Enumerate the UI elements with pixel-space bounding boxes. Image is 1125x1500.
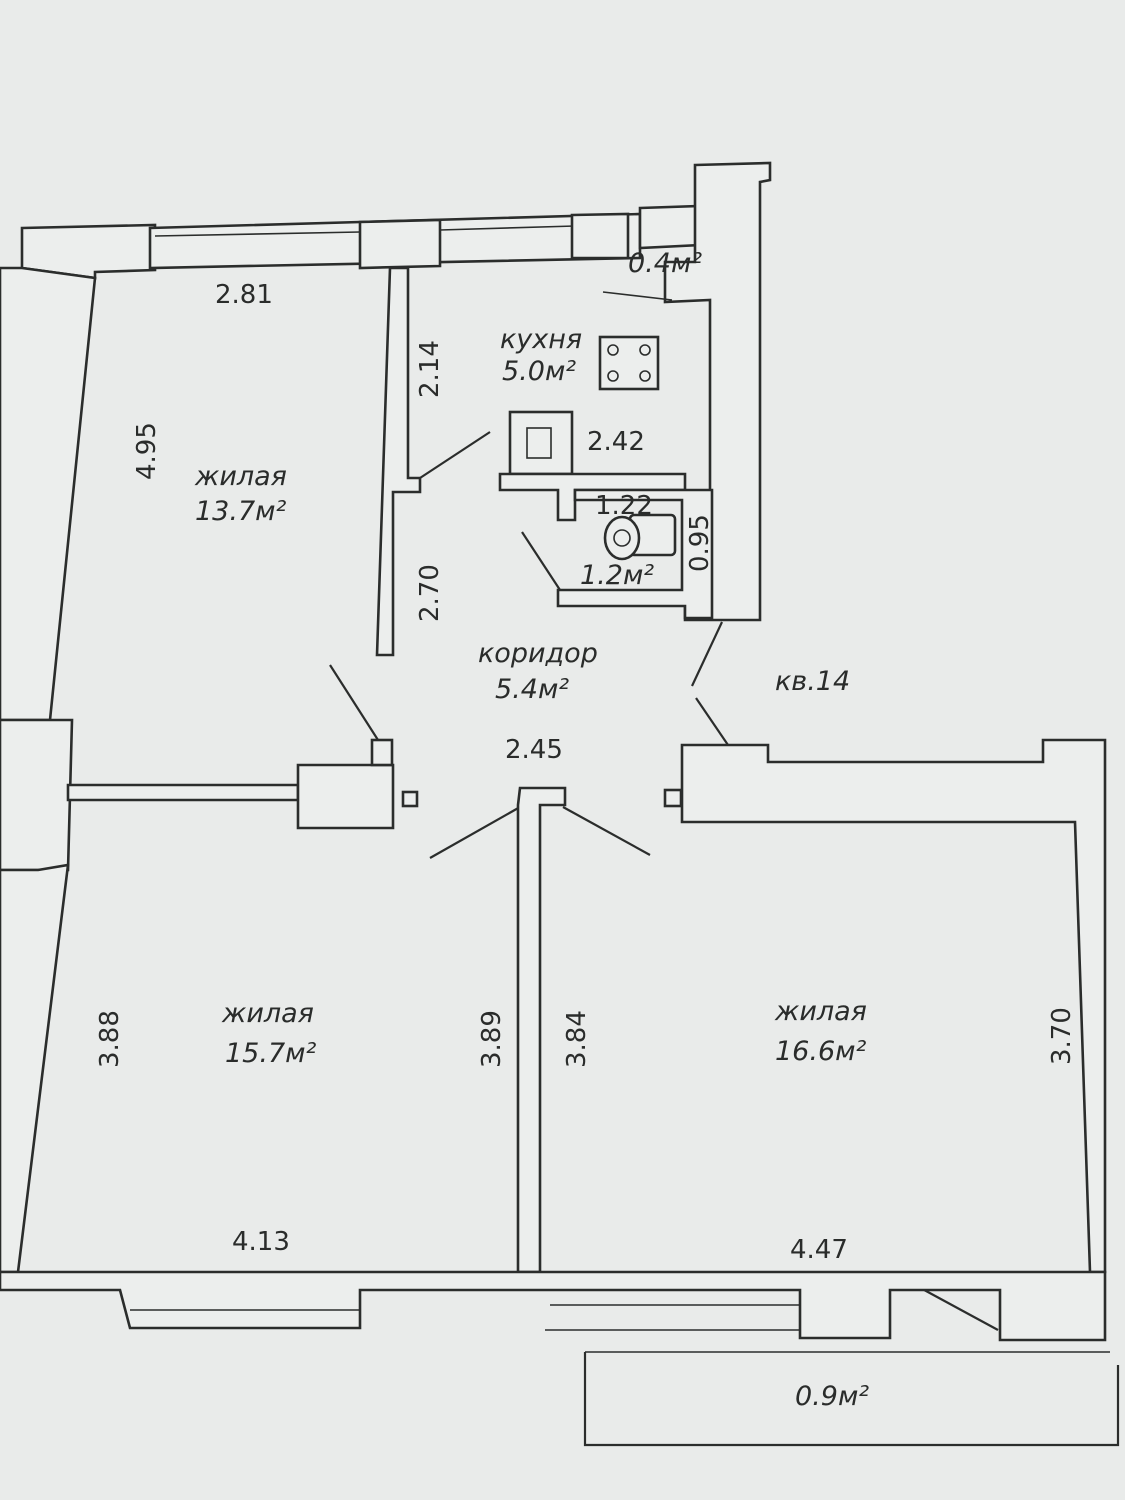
- balcony-area: 0.9м²: [795, 1381, 869, 1412]
- bottom-wall: [0, 1270, 1107, 1342]
- bottom-right-room-name: жилая: [774, 996, 867, 1027]
- dim-partition-lower: 2.70: [415, 564, 445, 622]
- bottom-right-room-area: 16.6м²: [775, 1036, 866, 1067]
- dim-top-left-width: 2.81: [215, 280, 273, 310]
- left-wall: [0, 266, 97, 1274]
- bottom-left-room-name: жилая: [221, 998, 314, 1029]
- dim-bath-width: 1.22: [595, 491, 653, 521]
- partition-bottom-center: [516, 786, 567, 1274]
- closet-area: 0.4м²: [628, 248, 702, 279]
- dim-corridor-width: 2.45: [505, 735, 563, 765]
- balcony-outline: [583, 1352, 1120, 1447]
- corridor-area: 5.4м²: [495, 674, 569, 705]
- stove-icon: [598, 335, 660, 391]
- bottom-left-room-area: 15.7м²: [225, 1038, 316, 1069]
- dim-bottom-right-outer: 3.70: [1047, 1007, 1077, 1065]
- sink-icon: [508, 410, 574, 476]
- kitchen-area: 5.0м²: [502, 356, 576, 387]
- dim-kitchen-width: 2.42: [587, 427, 645, 457]
- dim-bottom-right-width: 4.47: [790, 1235, 848, 1265]
- middle-wall-right: [663, 738, 1107, 1274]
- apartment-number: кв.14: [775, 666, 850, 697]
- bathroom-area: 1.2м²: [580, 560, 654, 591]
- top-wall: [20, 161, 772, 622]
- toilet-icon: [603, 513, 677, 561]
- corridor-name: коридор: [478, 638, 598, 669]
- kitchen-name: кухня: [500, 324, 582, 355]
- dim-bath-depth: 0.95: [685, 514, 715, 572]
- partition-top-left: [375, 266, 422, 657]
- top-left-room-name: жилая: [194, 461, 287, 492]
- bathroom-wall: [556, 488, 714, 620]
- middle-wall-left: [66, 738, 419, 830]
- dim-bottom-right-inner: 3.84: [562, 1010, 592, 1068]
- dim-bottom-left-outer: 3.88: [95, 1010, 125, 1068]
- dim-top-left-height: 4.95: [132, 422, 162, 480]
- kitchen-bath-wall: [498, 472, 687, 522]
- top-left-room-area: 13.7м²: [195, 496, 286, 527]
- dim-bottom-left-inner: 3.89: [477, 1010, 507, 1068]
- door-swings: [329, 431, 999, 1331]
- dim-partition-upper: 2.14: [415, 340, 445, 398]
- dim-bottom-left-width: 4.13: [232, 1227, 290, 1257]
